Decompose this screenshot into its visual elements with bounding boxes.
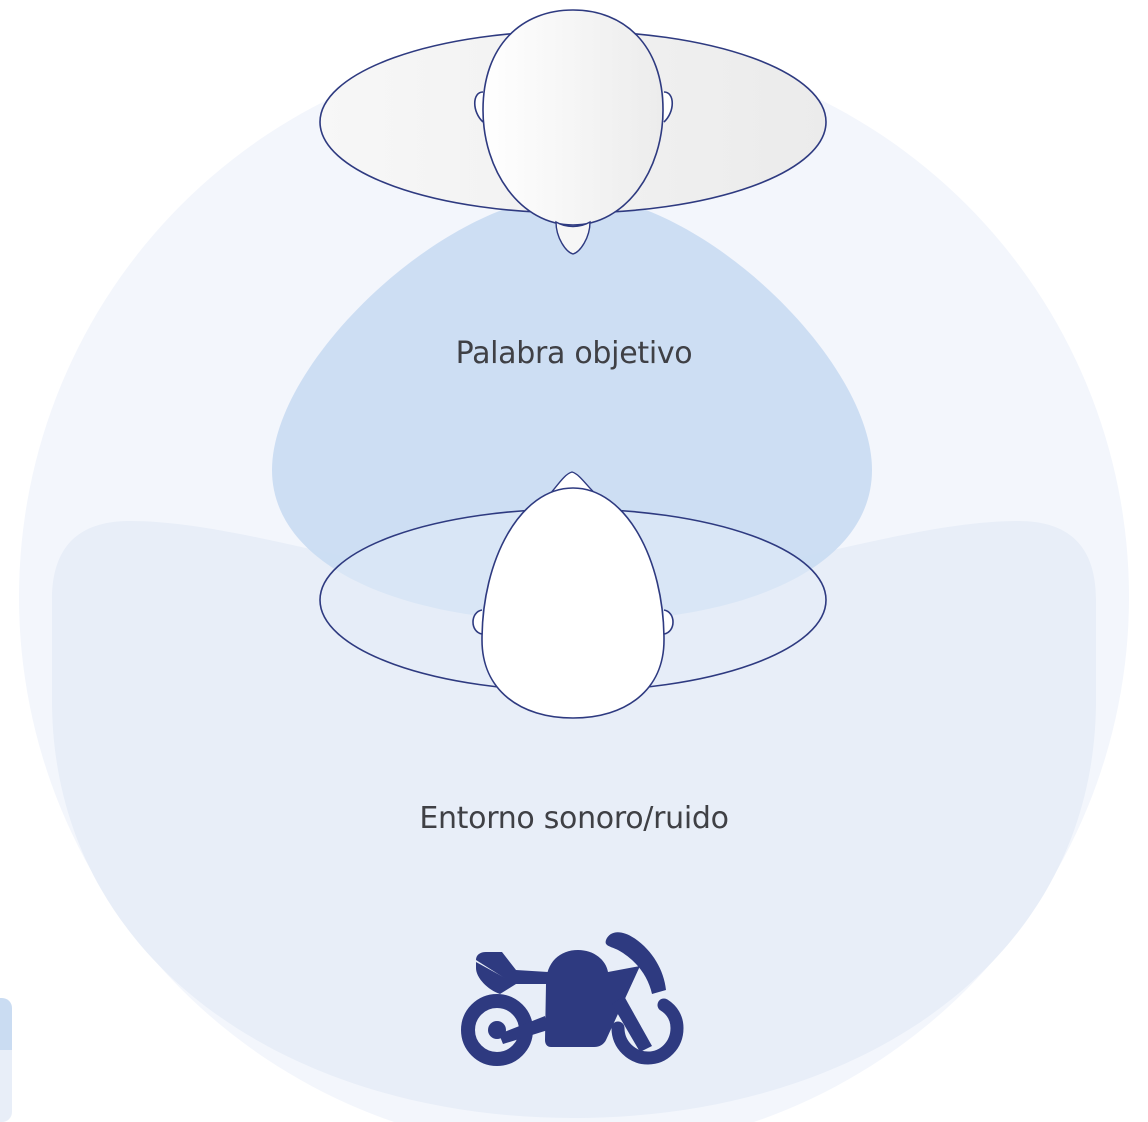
speaker-figure (319, 9, 827, 255)
swing-arm (499, 1016, 548, 1044)
front-wheel (611, 998, 684, 1065)
listener-figure (319, 471, 827, 719)
motorcycle-icon (461, 932, 684, 1066)
listener-ear-left (472, 609, 483, 635)
noise-label: Entorno sonoro/ruido (419, 801, 729, 836)
corner-tab-decoration (0, 998, 12, 1122)
target-word-zone (272, 195, 872, 622)
speaker-ear-left (473, 91, 484, 123)
listener-ear-right (663, 609, 674, 635)
tail (476, 962, 516, 994)
speaker-nose (555, 220, 591, 255)
speaker-ear-right (663, 91, 674, 123)
seat (476, 952, 548, 984)
listener-head (481, 487, 665, 719)
body (545, 950, 640, 1047)
speaker-head (482, 9, 664, 226)
front-fairing (605, 932, 666, 994)
target-word-label: Palabra objetivo (455, 336, 693, 371)
front-fork (612, 996, 652, 1052)
noise-zone (52, 521, 1096, 1118)
